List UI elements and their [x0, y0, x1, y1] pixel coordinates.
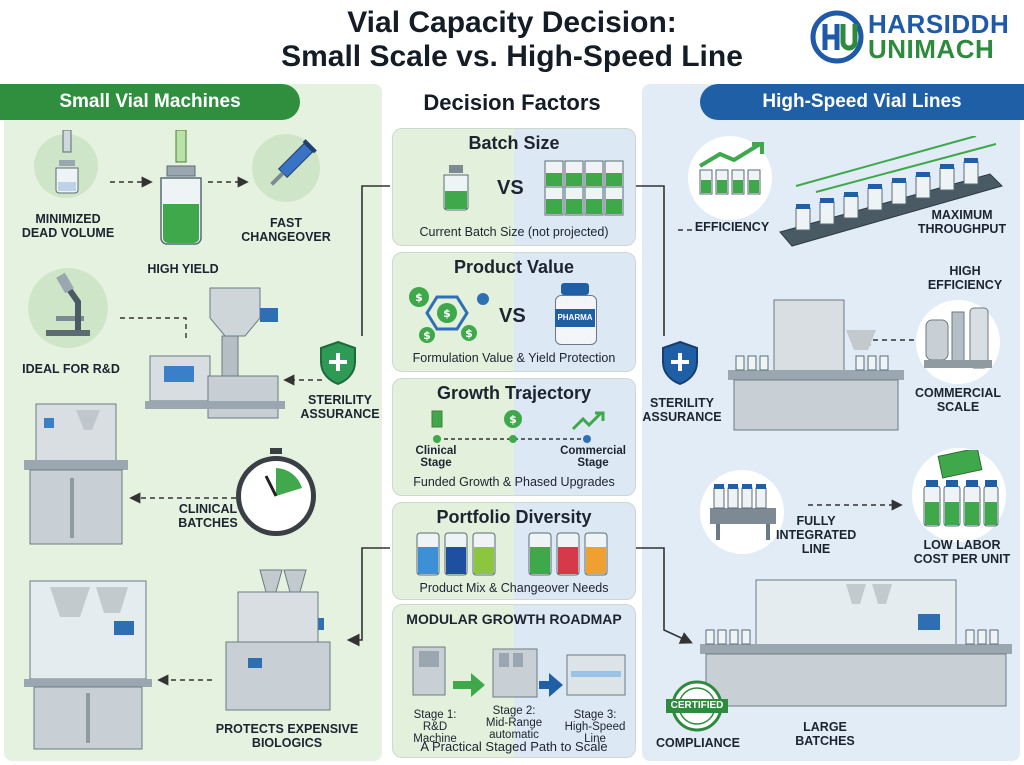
- factor-title: Batch Size: [468, 133, 560, 153]
- right-shield-icon: [662, 340, 698, 386]
- pharma-label: PHARMA: [555, 309, 595, 327]
- high-yield-label: HIGH YIELD: [147, 262, 219, 276]
- clinical-label: CLINICAL BATCHES: [178, 502, 238, 530]
- commercial-scale-label: COMMERCIAL SCALE: [914, 386, 1002, 414]
- vs-label: VS: [499, 305, 526, 327]
- commercial-stage-label: Commercial Stage: [560, 445, 626, 469]
- right-sterility-label: STERILITY ASSURANCE: [642, 396, 722, 424]
- logo-text: HARSIDDH UNIMACH: [868, 9, 1010, 64]
- roadmap-stages-icon: [412, 646, 626, 698]
- pump-valve-icon: [924, 307, 992, 369]
- factor-title: Product Value: [453, 257, 575, 277]
- stopwatch-hand-icon: [264, 448, 302, 497]
- logo-line-1: HARSIDDH: [868, 9, 1010, 39]
- left-header: Small Vial Machines: [0, 84, 300, 120]
- vs-label: VS: [497, 177, 524, 199]
- roadmap-title: MODULAR GROWTH ROADMAP: [406, 611, 622, 627]
- title-line-1: Vial Capacity Decision:: [347, 6, 677, 39]
- roadmap-caption: A Practical Staged Path to Scale: [420, 739, 608, 754]
- factor-title: Portfolio Diversity: [436, 507, 592, 527]
- labor-cost-label: LOW LABOR COST PER UNIT: [913, 538, 1011, 566]
- center-header: Decision Factors: [423, 90, 601, 115]
- vial-dropper-icon: [55, 130, 79, 194]
- high-efficiency-label: HIGH EFFICIENCY: [927, 264, 1003, 292]
- stage-3-label: Stage 3: High-Speed Line: [564, 709, 626, 745]
- stage-1-label: Stage 1: R&D Machine: [413, 709, 457, 745]
- left-sterility-label: STERILITY ASSURANCE: [300, 393, 380, 421]
- svg-text:$: $: [443, 307, 451, 320]
- left-shield-icon: [320, 340, 356, 386]
- max-throughput-label: MAXIMUM THROUGHPUT: [917, 208, 1007, 236]
- svg-text:$: $: [465, 327, 473, 340]
- integrated-line-label: FULLY INTEGRATED LINE: [776, 514, 857, 556]
- large-batch-line: [700, 579, 1012, 707]
- efficiency-label: EFFICIENCY: [694, 220, 770, 234]
- factor-caption: Current Batch Size (not projected): [419, 225, 609, 239]
- page-title: Vial Capacity Decision: Small Scale vs. …: [0, 6, 1024, 74]
- factor-caption: Funded Growth & Phased Upgrades: [413, 475, 615, 489]
- factor-caption: Formulation Value & Yield Protection: [412, 351, 616, 365]
- labor-vials-icon: [923, 450, 999, 527]
- syringe-icon: [270, 139, 317, 186]
- right-header: High-Speed Vial Lines: [700, 84, 1024, 120]
- high-yield-vial-icon: [160, 130, 202, 245]
- rnd-filling-machine: [145, 287, 285, 419]
- rnd-label: IDEAL FOR R&D: [22, 362, 120, 376]
- stage-2-label: Stage 2: Mid-Range automatic: [485, 705, 543, 741]
- biologics-filling-machine: [225, 569, 331, 711]
- logo-line-2: UNIMACH: [868, 34, 995, 64]
- factor-caption: Product Mix & Changeover Needs: [419, 581, 609, 595]
- high-speed-filling-line: [728, 299, 904, 431]
- biologics-label: PROTECTS EXPENSIVE BIOLOGICS: [215, 722, 359, 750]
- title-line-2: Small Scale vs. High-Speed Line: [281, 40, 743, 73]
- factor-title: Growth Trajectory: [436, 383, 592, 403]
- changeover-label: FAST CHANGEOVER: [241, 216, 331, 244]
- certified-text: CERTIFIED: [670, 700, 724, 711]
- roadmap-card: MODULAR GROWTH ROADMAP Stage 1: R&D Mach…: [392, 604, 636, 758]
- single-vial-icon: [443, 165, 469, 211]
- clinical-stage-label: Clinical Stage: [415, 445, 457, 469]
- pharma-bottle-icon: PHARMA: [553, 283, 597, 345]
- certified-badge-icon: [666, 680, 728, 732]
- compliance-label: COMPLIANCE: [655, 736, 741, 750]
- integrated-line-icon: [710, 484, 776, 540]
- large-batches-label: LARGE BATCHES: [795, 720, 855, 748]
- biologics-isolator-machine: [24, 580, 152, 750]
- svg-text:$: $: [509, 413, 517, 426]
- molecule-dollar-icon: $ $ $ $: [409, 287, 489, 343]
- many-vials-icon: [544, 160, 624, 216]
- logo-mark-icon: [810, 10, 864, 64]
- svg-text:$: $: [423, 329, 431, 342]
- factor-card-product-value: Product Value $ $ $ $ VS PHARMA Formulation…: [392, 252, 636, 372]
- growth-timeline-icon: $: [431, 410, 605, 443]
- factor-card-growth: Growth Trajectory $ Clinical Stage Comme…: [392, 378, 636, 496]
- microscope-icon: [46, 272, 90, 336]
- factor-card-portfolio: Portfolio Diversity Product Mix & Change…: [392, 502, 636, 600]
- portfolio-vials-icon: [416, 532, 608, 576]
- certified-badge: CERTIFIED: [664, 680, 730, 732]
- dead-volume-label: MINIMIZED DEAD VOLUME: [21, 212, 115, 240]
- conveyor-vials-icon: [779, 136, 1003, 247]
- svg-text:$: $: [415, 291, 423, 304]
- factor-card-batch-size: Batch Size VS Current Batch Size (not pr…: [392, 128, 636, 246]
- efficiency-vials-icon: [698, 142, 764, 195]
- clinical-filling-machine: [24, 403, 128, 545]
